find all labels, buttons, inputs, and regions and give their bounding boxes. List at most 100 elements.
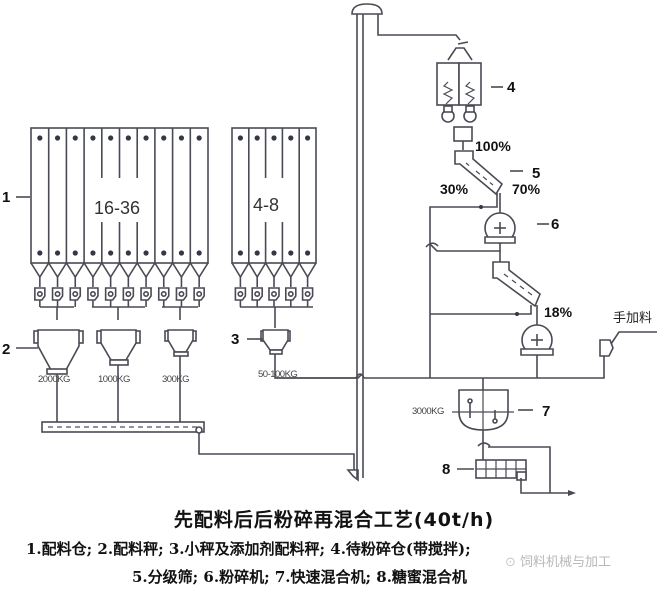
watermark-text: 饲料机械与加工 — [520, 555, 612, 570]
level-sensor-bottom — [305, 250, 311, 256]
level-sensor-bottom — [254, 250, 260, 256]
level-sensor-top — [237, 135, 243, 141]
scale-small-label: 50-100KG — [258, 369, 297, 380]
level-sensor-top — [161, 135, 167, 141]
level-sensor-top — [90, 135, 96, 141]
bin-frame — [231, 127, 317, 264]
feeder-gate — [254, 290, 261, 297]
pct-30: 30% — [440, 181, 469, 197]
level-sensor-top — [37, 135, 43, 141]
feeder-gate — [125, 290, 132, 297]
feeder-collectors — [40, 306, 313, 328]
diagram-title: 先配料后后粉碎再混合工艺(40t/h) — [173, 509, 495, 531]
bin-group-large-label: 16-36 — [94, 198, 140, 218]
level-sensor-top — [125, 135, 131, 141]
bin-hopper — [101, 262, 121, 279]
level-sensor-bottom — [196, 250, 202, 256]
pre-grinding-bin — [436, 41, 482, 150]
bin-hopper — [65, 262, 85, 279]
classifying-screen-2 — [492, 261, 541, 308]
svg-text:2: 2 — [2, 341, 10, 358]
bin-hopper — [264, 262, 284, 279]
bin-hopper — [48, 262, 68, 279]
feeder-gate — [304, 290, 311, 297]
level-sensor-bottom — [161, 250, 167, 256]
pct-100: 100% — [475, 138, 511, 154]
level-sensor-top — [143, 135, 149, 141]
feeder-gate — [36, 290, 43, 297]
wechat-icon: ⊙ — [505, 555, 516, 570]
bin-hopper — [118, 262, 138, 279]
feeder-gate — [270, 290, 277, 297]
level-sensor-top — [196, 135, 202, 141]
manual-feed-label: 手加料 — [613, 311, 652, 326]
bin-hopper — [248, 262, 267, 279]
bin-group-large — [30, 127, 209, 307]
manual-feed-hopper — [599, 331, 657, 357]
bin-group-small — [231, 127, 317, 307]
bin-group-small-label: 4-8 — [253, 195, 279, 215]
conveyor-outlet — [195, 426, 203, 434]
bin-hopper — [154, 262, 174, 279]
screen-2-bypass-line — [430, 305, 532, 315]
callout-8: 8 — [442, 461, 474, 478]
level-sensor-bottom — [178, 250, 185, 256]
feeder-gate — [287, 290, 294, 297]
hammer-mill-1 — [484, 212, 516, 244]
molasses-outlet-line — [520, 478, 573, 494]
legend-line-1: 1.配料仓; 2.配料秤; 3.小秤及添加剂配料秤; 4.待粉碎仓(带搅拌); — [26, 540, 471, 558]
svg-text:4: 4 — [507, 79, 516, 96]
level-sensor-top — [254, 135, 260, 141]
valve-icon — [477, 442, 491, 447]
conveyor-to-elevator-line — [198, 433, 355, 470]
feeder-gate — [143, 290, 150, 297]
mixer-bypass-line — [488, 446, 551, 493]
scale-2000kg — [33, 329, 84, 375]
level-sensor-top — [271, 135, 277, 141]
bin-hopper — [83, 262, 103, 279]
level-sensor-bottom — [288, 250, 294, 256]
level-sensor-bottom — [72, 250, 78, 256]
callout-6: 6 — [537, 216, 559, 233]
svg-text:6: 6 — [551, 216, 559, 233]
feeder-gate — [54, 290, 61, 297]
bin-hopper — [171, 262, 191, 279]
svg-text:8: 8 — [442, 461, 450, 478]
level-sensor-bottom — [125, 250, 131, 256]
valve-icon — [425, 242, 439, 248]
elevator-boot — [346, 469, 359, 482]
mixer-capacity-label: 3000KG — [412, 406, 444, 417]
feeder-gate — [160, 290, 167, 297]
level-sensor-bottom — [90, 250, 96, 256]
level-sensor-bottom — [271, 250, 277, 256]
pct-18: 18% — [544, 304, 573, 320]
level-sensor-bottom — [143, 250, 149, 256]
molasses-mixer — [475, 459, 527, 481]
feeder-gate — [89, 290, 96, 297]
grinder-1-outlet-line — [429, 243, 501, 252]
bin-hopper — [298, 262, 317, 279]
callout-2: 2 — [2, 341, 38, 358]
svg-text:1: 1 — [2, 189, 10, 206]
screen-bypass-line — [429, 193, 498, 378]
bin-hopper — [189, 262, 209, 279]
bin-hopper — [30, 262, 50, 279]
level-sensor-bottom — [237, 250, 243, 256]
classifying-screen-1 — [454, 150, 504, 196]
main-collector-line — [364, 356, 605, 379]
callout-1: 1 — [2, 189, 30, 206]
legend-line-2: 5.分级筛; 6.粉碎机; 7.快速混合机; 8.糖蜜混合机 — [132, 568, 467, 586]
flow-junction — [479, 205, 483, 209]
callout-7: 7 — [518, 403, 550, 420]
scale-2000kg-label: 2000KG — [38, 374, 70, 385]
pct-70: 70% — [512, 181, 541, 197]
level-sensor-bottom — [54, 250, 61, 256]
watermark: ⊙ 饲料机械与加工 — [505, 551, 611, 570]
arrow-icon — [568, 490, 576, 496]
feeder-gate — [107, 290, 114, 297]
level-sensor-bottom — [108, 250, 114, 256]
feeder-gate — [237, 290, 244, 297]
bucket-elevator — [351, 3, 461, 478]
level-sensor-top — [178, 135, 185, 141]
scale-1000kg-label: 1000KG — [98, 374, 130, 385]
